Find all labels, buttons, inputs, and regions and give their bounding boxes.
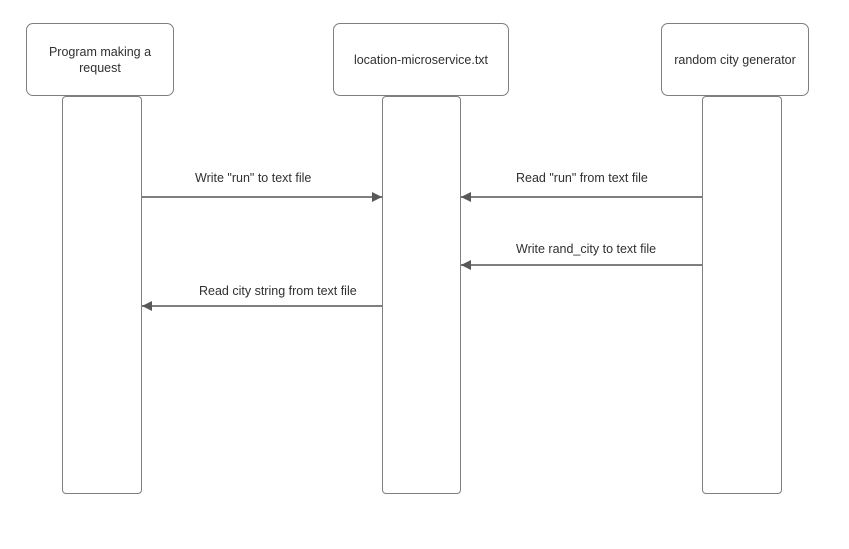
participant-box-microservice[interactable]: location-microservice.txt xyxy=(333,23,509,96)
message-line xyxy=(142,305,382,307)
activation-bar-program xyxy=(62,96,142,494)
message-label-read-run: Read "run" from text file xyxy=(516,171,648,185)
message-line xyxy=(461,196,702,198)
message-label-read-city-string: Read city string from text file xyxy=(199,284,357,298)
participant-label-program: Program making a request xyxy=(48,44,152,75)
arrow-head-icon xyxy=(461,191,471,202)
activation-bar-generator xyxy=(702,96,782,494)
arrow-head-icon xyxy=(142,300,152,311)
participant-label-generator: random city generator xyxy=(674,52,796,67)
message-line xyxy=(142,196,382,198)
message-label-write-rand-city: Write rand_city to text file xyxy=(516,242,657,256)
participant-box-program[interactable]: Program making a request xyxy=(26,23,174,96)
message-label-write-run: Write "run" to text file xyxy=(195,171,312,185)
participant-box-generator[interactable]: random city generator xyxy=(661,23,809,96)
arrow-head-icon xyxy=(461,259,471,270)
message-line xyxy=(461,264,702,266)
participant-label-microservice: location-microservice.txt xyxy=(353,52,489,67)
arrow-head-icon xyxy=(372,191,382,202)
activation-bar-microservice xyxy=(382,96,461,494)
